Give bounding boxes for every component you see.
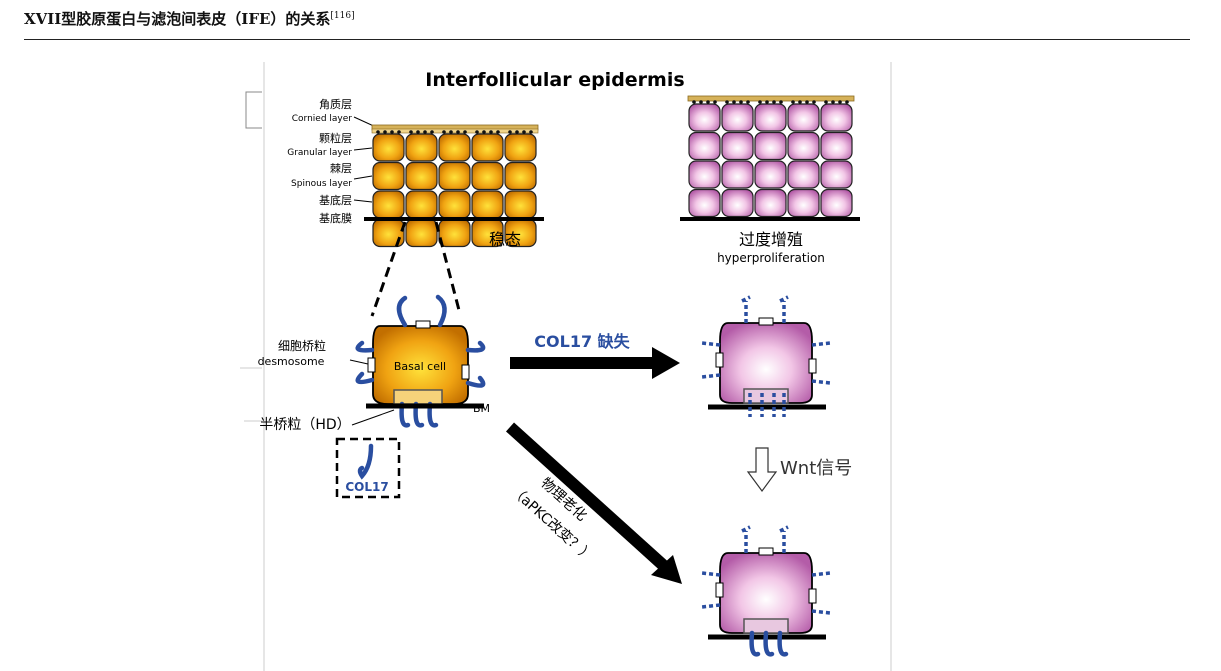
- wnt-label: Wnt信号: [780, 458, 852, 479]
- state-homeostasis: 稳态: [489, 230, 521, 249]
- tissue-cell: [471, 161, 504, 191]
- tissue-cell: [405, 133, 438, 162]
- tissue-cell: [721, 188, 754, 218]
- tissue-cell: [471, 133, 504, 162]
- tissue-cell: [820, 103, 853, 132]
- tissue-cell: [754, 188, 787, 218]
- col17-label: COL17: [345, 480, 388, 494]
- col17-strand: [357, 443, 374, 480]
- tissue-homeostasis: [364, 124, 544, 248]
- state-hyperproliferation-zh: 过度增殖: [739, 230, 803, 249]
- tissue-cell: [820, 160, 853, 189]
- layer-granular-en: Granular layer: [287, 148, 352, 158]
- layer-labels: 角质层 Cornied layer 颗粒层 Granular layer 棘层 …: [287, 98, 379, 225]
- tissue-cell: [504, 161, 537, 191]
- basal-cell-normal: [355, 294, 486, 428]
- hemidesmosome-label: 半桥粒（HD）: [259, 417, 350, 433]
- tissue-cell: [471, 190, 504, 219]
- desmosome-zh: 细胞桥粒: [278, 338, 326, 353]
- layer-basal-zh: 基底层: [319, 193, 352, 207]
- tissue-cell: [405, 218, 438, 248]
- col17-loss-label: COL17 缺失: [534, 332, 630, 351]
- tissue-cell: [438, 161, 471, 191]
- tissue-cell: [754, 131, 787, 161]
- tissue-cell: [372, 133, 405, 162]
- tissue-cell: [372, 190, 405, 219]
- tissue-cell: [820, 131, 853, 161]
- desmosome-en: desmosome: [258, 355, 325, 368]
- heading-reference: [116]: [330, 11, 355, 21]
- tissue-cell: [688, 131, 721, 161]
- arrow-aging: [505, 422, 669, 571]
- tissue-cell: [754, 160, 787, 189]
- wnt-arrow: [746, 447, 778, 493]
- tissue-cell: [787, 131, 820, 161]
- tissue-cell: [820, 188, 853, 218]
- layer-granular-zh: 颗粒层: [319, 131, 352, 145]
- layer-membrane-zh: 基底膜: [319, 211, 352, 225]
- tissue-hyperproliferation: [680, 95, 860, 221]
- tissue-cell: [787, 188, 820, 218]
- tissue-cell: [721, 131, 754, 161]
- tissue-cell: [405, 161, 438, 191]
- heading-text: XVII型胶原蛋白与滤泡间表皮（IFE）的关系: [24, 10, 331, 28]
- layer-spinous-en: Spinous layer: [291, 179, 352, 189]
- tissue-cell: [688, 188, 721, 218]
- tissue-cell: [721, 103, 754, 132]
- layer-corneum-en: Cornied layer: [292, 114, 353, 124]
- layer-corneum-zh: 角质层: [319, 98, 352, 111]
- col17-box: [335, 437, 401, 499]
- tissue-cell: [787, 103, 820, 132]
- tissue-cell: [438, 218, 471, 248]
- desmosome-pointer: [349, 359, 369, 365]
- tissue-cell: [688, 103, 721, 132]
- figure-title: Interfollicular epidermis: [425, 69, 684, 91]
- tissue-cell: [754, 103, 787, 132]
- tissue-cell: [372, 161, 405, 191]
- tissue-cell: [405, 190, 438, 219]
- state-hyperproliferation-en: hyperproliferation: [717, 251, 825, 265]
- tissue-cell: [504, 133, 537, 162]
- tissue-cell: [721, 160, 754, 189]
- layer-bracket: [245, 91, 262, 129]
- tissue-cell: [688, 160, 721, 189]
- basal-cell-aged: [701, 525, 831, 657]
- layer-spinous-zh: 棘层: [330, 162, 352, 175]
- tissue-cell: [787, 160, 820, 189]
- bm-label: BM: [473, 402, 490, 415]
- basal-cell-col17-loss: [701, 295, 831, 417]
- zoom-line-left: [370, 221, 407, 317]
- tissue-cell: [504, 190, 537, 219]
- heading-rule: [24, 39, 1190, 40]
- tissue-cell: [438, 133, 471, 162]
- page-heading: XVII型胶原蛋白与滤泡间表皮（IFE）的关系[116]: [24, 8, 355, 29]
- tissue-cell: [438, 190, 471, 219]
- basal-cell-label: Basal cell: [394, 360, 446, 373]
- hd-pointer: [351, 409, 395, 426]
